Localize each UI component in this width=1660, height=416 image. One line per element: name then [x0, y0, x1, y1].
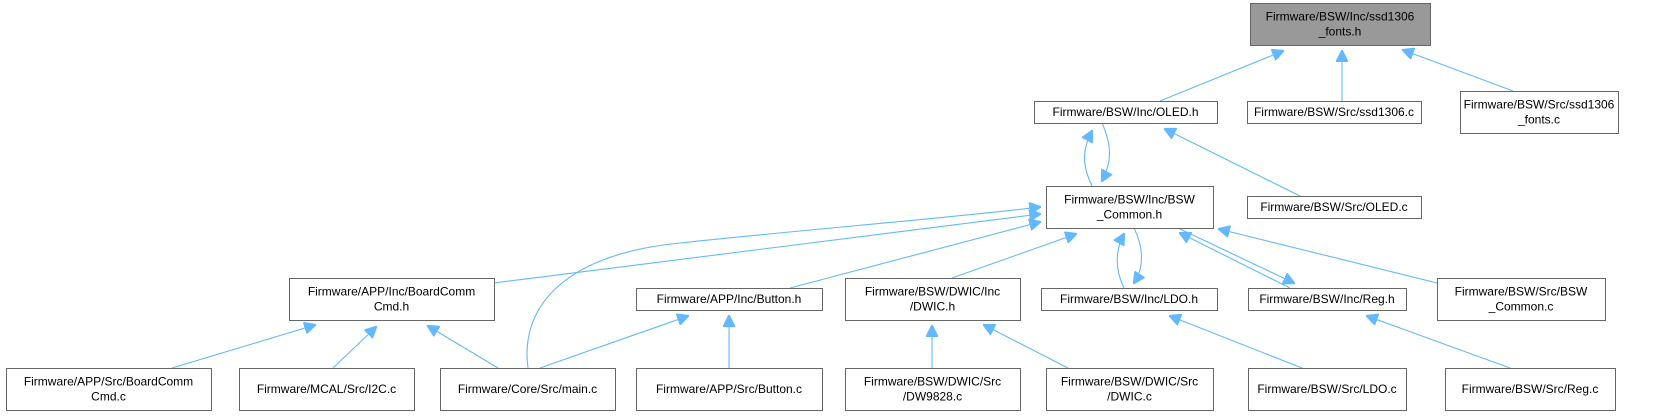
node-dwic-c[interactable]: Firmware/BSW/DWIC/Src/DWIC.c	[1046, 368, 1214, 411]
node-ssd1306-fonts-c[interactable]: Firmware/BSW/Src/ssd1306_fonts.c	[1460, 91, 1619, 134]
node-label-line: Firmware/BSW/Src/BSW	[1455, 285, 1588, 299]
node-i2c-c[interactable]: Firmware/MCAL/Src/I2C.c	[239, 368, 415, 411]
node-label-line: _fonts.h	[1318, 25, 1362, 39]
node-label-line: Firmware/APP/Inc/BoardComm	[308, 285, 475, 299]
node-label-line: Firmware/APP/Src/Button.c	[656, 382, 802, 396]
node-label-line: _Common.h	[1096, 208, 1162, 222]
node-box[interactable]	[1445, 368, 1616, 411]
edge-bsw_common_h-to-oled_h	[1085, 131, 1093, 187]
node-label-line: _Common.c	[1488, 300, 1554, 314]
node-oled-h[interactable]: Firmware/BSW/Inc/OLED.h	[1034, 101, 1218, 124]
node-label-line: Firmware/BSW/Src/ssd1306	[1464, 98, 1615, 112]
node-bsw-common-h[interactable]: Firmware/BSW/Inc/BSW_Common.h	[1046, 186, 1214, 229]
node-label-line: Firmware/BSW/Inc/LDO.h	[1060, 292, 1198, 306]
edge-dwic_c-to-dwic_h	[984, 325, 1069, 369]
node-label-line: /DWIC.c	[1107, 390, 1152, 404]
node-button-h[interactable]: Firmware/APP/Inc/Button.h	[636, 288, 823, 311]
node-box[interactable]	[1248, 368, 1407, 411]
node-main-c[interactable]: Firmware/Core/Src/main.c	[440, 368, 616, 411]
node-box[interactable]	[636, 288, 823, 311]
node-box[interactable]	[440, 368, 616, 411]
node-dw9828-c[interactable]: Firmware/BSW/DWIC/Src/DW9828.c	[845, 368, 1021, 411]
edge-main_c-to-boardcommcmd_h	[428, 326, 499, 369]
edge-reg_h-to-bsw_common_h	[1180, 233, 1291, 289]
node-label-line: Firmware/APP/Src/BoardComm	[24, 375, 193, 389]
node-label-line: Cmd.h	[374, 300, 409, 314]
node-label-line: /DW9828.c	[903, 390, 962, 404]
nodes-layer: Firmware/BSW/Inc/ssd1306_fonts.hFirmware…	[6, 3, 1619, 411]
edge-bsw_common_c-to-bsw_common_h	[1219, 229, 1438, 284]
edge-bsw_common_h-to-reg_h	[1177, 227, 1294, 283]
node-label-line: Firmware/BSW/DWIC/Src	[1061, 375, 1198, 389]
edge-bsw_common_h-to-ldo_h	[1134, 227, 1142, 283]
node-box[interactable]	[1034, 101, 1218, 124]
node-box[interactable]	[1437, 278, 1606, 321]
node-reg-c[interactable]: Firmware/BSW/Src/Reg.c	[1445, 368, 1616, 411]
node-label-line: Firmware/BSW/Src/ssd1306.c	[1254, 105, 1414, 119]
edge-ssd1306_fonts_c-to-ssd1306_fonts_h	[1403, 50, 1514, 92]
node-label-line: _fonts.c	[1517, 113, 1560, 127]
edge-main_c-to-bsw_common_h	[526, 207, 1040, 369]
node-bsw-common-c[interactable]: Firmware/BSW/Src/BSW_Common.c	[1437, 278, 1606, 321]
node-label-line: Cmd.c	[91, 390, 126, 404]
edge-ldo_c-to-ldo_h	[1170, 316, 1303, 369]
node-box[interactable]	[1046, 368, 1214, 411]
edge-reg_c-to-reg_h	[1367, 316, 1511, 369]
edge-i2c_c-to-boardcommcmd_h	[332, 327, 376, 369]
node-box[interactable]	[6, 368, 212, 411]
node-label-line: Firmware/BSW/Inc/OLED.h	[1052, 105, 1198, 119]
node-label-line: Firmware/BSW/Src/OLED.c	[1260, 200, 1407, 214]
node-dwic-h[interactable]: Firmware/BSW/DWIC/Inc/DWIC.h	[845, 278, 1021, 321]
edge-oled_c-to-oled_h	[1165, 129, 1301, 197]
edge-boardcommcmd_c-to-boardcommcmd_h	[171, 325, 315, 369]
node-box[interactable]	[1247, 101, 1422, 124]
node-box[interactable]	[1046, 186, 1214, 229]
node-box[interactable]	[1250, 3, 1431, 46]
node-box[interactable]	[289, 278, 495, 321]
edge-button_h-to-bsw_common_h	[789, 222, 1040, 289]
edge-oled_h-to-ssd1306_fonts_h	[1159, 51, 1283, 102]
node-box[interactable]	[1041, 288, 1218, 311]
node-box[interactable]	[1460, 91, 1619, 134]
node-ldo-h[interactable]: Firmware/BSW/Inc/LDO.h	[1041, 288, 1218, 311]
node-oled-c[interactable]: Firmware/BSW/Src/OLED.c	[1247, 196, 1422, 219]
node-label-line: Firmware/BSW/Inc/ssd1306	[1266, 10, 1415, 24]
node-box[interactable]	[1248, 288, 1407, 311]
node-label-line: /DWIC.h	[910, 300, 955, 314]
edge-oled_h-to-bsw_common_h	[1102, 122, 1110, 181]
node-label-line: Firmware/BSW/DWIC/Src	[864, 375, 1001, 389]
node-ldo-c[interactable]: Firmware/BSW/Src/LDO.c	[1248, 368, 1407, 411]
node-label-line: Firmware/APP/Inc/Button.h	[657, 292, 802, 306]
node-box[interactable]	[1247, 196, 1422, 219]
edge-dwic_h-to-bsw_common_h	[951, 234, 1076, 279]
node-reg-h[interactable]: Firmware/BSW/Inc/Reg.h	[1248, 288, 1407, 311]
edge-main_c-to-button_h	[539, 316, 688, 369]
edge-ldo_h-to-bsw_common_h	[1117, 234, 1124, 289]
node-label-line: Firmware/Core/Src/main.c	[458, 382, 597, 396]
node-label-line: Firmware/BSW/Inc/BSW	[1064, 193, 1195, 207]
node-ssd1306-c[interactable]: Firmware/BSW/Src/ssd1306.c	[1247, 101, 1422, 124]
node-label-line: Firmware/BSW/Inc/Reg.h	[1259, 292, 1394, 306]
node-box[interactable]	[636, 368, 823, 411]
node-label-line: Firmware/BSW/DWIC/Inc	[865, 285, 1000, 299]
node-label-line: Firmware/MCAL/Src/I2C.c	[257, 382, 396, 396]
node-box[interactable]	[239, 368, 415, 411]
node-ssd1306-fonts-h[interactable]: Firmware/BSW/Inc/ssd1306_fonts.h	[1250, 3, 1431, 46]
node-box[interactable]	[845, 278, 1021, 321]
node-button-c[interactable]: Firmware/APP/Src/Button.c	[636, 368, 823, 411]
edges-layer	[171, 50, 1514, 369]
node-label-line: Firmware/BSW/Src/Reg.c	[1462, 382, 1599, 396]
edge-boardcommcmd_h-to-bsw_common_h	[493, 214, 1040, 284]
node-box[interactable]	[845, 368, 1021, 411]
node-label-line: Firmware/BSW/Src/LDO.c	[1257, 382, 1396, 396]
